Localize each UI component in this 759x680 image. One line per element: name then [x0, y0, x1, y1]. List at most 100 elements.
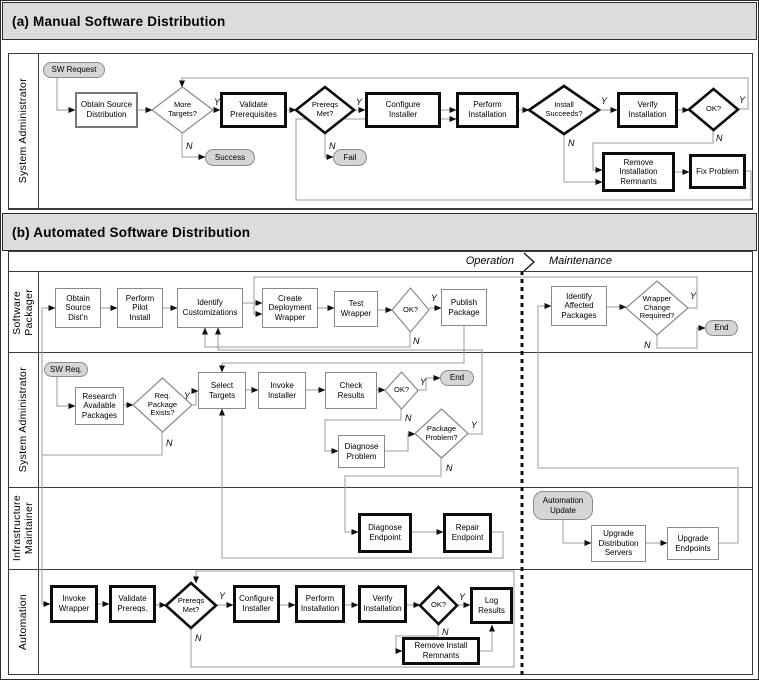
edge-39: [344, 458, 442, 535]
node-ok-sysadmin: OK?: [393, 385, 409, 395]
node-check-results: Check Results: [325, 372, 377, 409]
edge-20: [253, 276, 698, 317]
node-invoke-installer: Invoke Installer: [258, 372, 306, 409]
edge-28: [537, 303, 739, 544]
node-diagnose-endpoint: Diagnose Endpoint: [358, 513, 412, 553]
node-upgrade-distribution-servers: Upgrade Distribution Servers: [591, 525, 646, 562]
edge-37: [385, 431, 416, 452]
edge-label-5: N: [186, 141, 193, 151]
edge-label-39: N: [446, 463, 453, 473]
lane-manual-system-administrator: System Administrator: [9, 54, 752, 208]
edge-label-35: Y: [420, 377, 427, 387]
lane-label-cell: System Administrator: [9, 353, 39, 487]
node-more-targets: More Targets?: [168, 100, 197, 118]
node-package-problem: Package Problem?: [425, 423, 458, 442]
node-perform-installation-manual: Perform Installation: [456, 92, 519, 128]
node-sw-request: SW Request: [43, 62, 105, 78]
edge-35: [418, 375, 441, 391]
edge-label-9: Y: [601, 96, 608, 106]
node-shape-ok-sysadmin: [384, 371, 419, 410]
lane-label-cell: Automation: [9, 570, 39, 674]
node-install-succeeds: Install Succeeds?: [545, 100, 583, 118]
section-a-swimlane-frame: System Administrator: [8, 53, 753, 210]
node-upgrade-endpoints: Upgrade Endpoints: [667, 527, 719, 560]
section-b-swimlane-frame: Software Packager System Administrator I…: [8, 271, 753, 675]
node-prereqs-met-manual: Prereqs Met?: [311, 100, 339, 118]
node-success: Success: [205, 149, 255, 166]
node-shape-prereqs-met-manual: [293, 85, 357, 135]
section-b-title: (b) Automated Software Distribution: [12, 224, 251, 240]
edge-5: [181, 133, 206, 160]
node-validate-prereqs: Validate Prereqs.: [109, 585, 156, 623]
edge-53: [480, 624, 495, 652]
node-verify-installation-auto: Verify Installation: [358, 585, 407, 623]
edge-11: [179, 77, 749, 110]
node-shape-req-package-exists: [132, 377, 193, 433]
edge-label-20: Y: [690, 291, 697, 301]
edge-25: [219, 326, 465, 373]
node-validate-prerequisites: Validate Prerequisites: [220, 92, 287, 128]
node-remove-install-remnants: Remove Install Remnants: [402, 637, 480, 665]
edge-label-47: Y: [219, 591, 226, 601]
node-prereqs-met-auto: Prereqs Met?: [177, 595, 205, 614]
node-shape-more-targets: [151, 86, 214, 134]
edge-0: [56, 78, 76, 113]
node-research-available-packages: Research Available Packages: [75, 387, 124, 425]
node-sw-req: SW Req.: [44, 362, 88, 377]
edge-label-24: N: [413, 336, 420, 346]
edge-31: [191, 388, 199, 406]
node-test-wrapper: Test Wrapper: [334, 291, 378, 327]
node-fix-problem: Fix Problem: [689, 154, 746, 189]
node-select-targets: Select Targets: [198, 372, 246, 409]
node-obtain-source-distribution: Obtain Source Distribution: [75, 92, 138, 128]
node-obtain-source-distn: Obtain Source Dist'n: [55, 288, 101, 328]
phase-label-maintenance: Maintenance: [549, 255, 612, 267]
edge-label-16: N: [166, 438, 173, 448]
node-shape-install-succeeds: [526, 84, 602, 136]
node-identify-customizations: Identify Customizations: [177, 288, 243, 328]
edge-40: [219, 408, 504, 559]
edge-29: [56, 377, 76, 409]
phase-chevron-icon: [523, 252, 535, 272]
node-shape-package-problem: [414, 408, 469, 459]
node-ok-automation: OK?: [430, 600, 446, 610]
phase-header-row: Operation Maintenance: [8, 251, 753, 272]
node-wrapper-change-required: Wrapper Change Required?: [639, 294, 675, 321]
edge-label-36: N: [405, 413, 412, 423]
lane-system-administrator: System Administrator: [9, 353, 752, 488]
edge-54: [190, 570, 515, 668]
phase-label-operation: Operation: [465, 255, 514, 267]
lane-automation: Automation: [9, 570, 752, 674]
edge-label-52: N: [442, 627, 449, 637]
edge-12: [592, 130, 714, 173]
section-a-header: (a) Manual Software Distribution: [2, 2, 757, 40]
node-shape-ok-automation: [418, 585, 459, 626]
edge-label-2: Y: [214, 97, 221, 107]
edge-24: [202, 327, 411, 348]
edge-label-31: Y: [184, 391, 191, 401]
node-remove-installation-remnants: Remove Installation Remnants: [602, 152, 675, 192]
edge-52: [395, 624, 439, 654]
node-fail: Fail: [333, 149, 367, 166]
node-configure-installer-manual: Configure Installer: [365, 92, 441, 128]
node-end-sysadmin: End: [440, 370, 474, 386]
node-ok-manual: OK?: [705, 104, 721, 114]
edge-label-6: N: [329, 141, 336, 151]
node-req-package-exists: Req. Package Exists?: [147, 391, 178, 418]
node-shape-wrapper-change-required: [625, 280, 689, 336]
lane-label-cell: System Administrator: [9, 54, 39, 208]
edge-label-27: N: [644, 340, 651, 350]
edge-label-11: Y: [739, 95, 746, 105]
edge-6: [324, 133, 334, 160]
edge-label-38: Y: [471, 420, 478, 430]
node-perform-installation-auto: Perform Installation: [295, 585, 345, 623]
edge-label-54: N: [195, 633, 202, 643]
node-publish-package: Publish Package: [441, 289, 487, 326]
edge-label-23: Y: [431, 293, 438, 303]
node-verify-installation-manual: Verify Installation: [617, 92, 678, 128]
node-create-deployment-wrapper: Create Deployment Wrapper: [262, 288, 318, 328]
node-configure-installer-auto: Configure Installer: [233, 585, 280, 623]
node-invoke-wrapper: Invoke Wrapper: [50, 585, 98, 623]
